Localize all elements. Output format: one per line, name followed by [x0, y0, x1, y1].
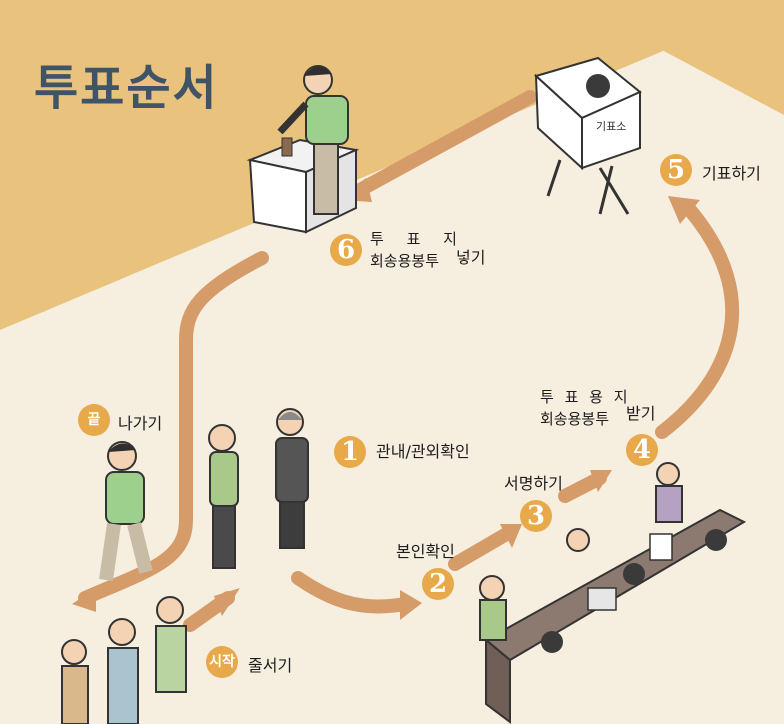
- registration-table: [479, 462, 747, 724]
- start-label: 줄서기: [248, 656, 293, 675]
- booth-sign: 기표소: [596, 120, 627, 133]
- arrow-heads: [72, 178, 700, 620]
- step-6-line2: 회송용봉투: [370, 252, 440, 270]
- step-6-line1: 투 표 지: [370, 230, 466, 248]
- flow-arrows: [78, 90, 740, 632]
- step-6-suffix: 넣기: [456, 248, 486, 267]
- arrow-4-to-5: [655, 203, 740, 439]
- step-3-badge: 3: [520, 500, 552, 532]
- voting-booth: [534, 56, 642, 215]
- step-1-badge: 1: [334, 436, 366, 468]
- step-1-label: 관내/관외확인: [376, 442, 470, 461]
- step-4-badge: 4: [626, 434, 658, 466]
- step-6-badge: 6: [330, 234, 362, 266]
- step-6-label: 투 표 지 회송용봉투: [370, 228, 466, 272]
- step-5-label: 기표하기: [702, 164, 761, 183]
- step-2-label: 본인확인: [396, 542, 455, 561]
- end-label: 나가기: [118, 414, 163, 433]
- page-title: 투표순서: [34, 60, 219, 116]
- step-4-suffix: 받기: [626, 404, 656, 423]
- arrow-5-to-6: [353, 90, 537, 197]
- arrow-2-to-3: [448, 525, 517, 571]
- step-5-badge: 5: [660, 154, 692, 186]
- queue-of-voters: [61, 596, 187, 724]
- voter-and-official-step1: [208, 408, 309, 569]
- step-4-line1: 투 표 용 지: [540, 388, 631, 406]
- end-badge: 끝: [78, 404, 110, 436]
- exiting-voter: [99, 441, 153, 581]
- arrow-6-to-end: [78, 251, 269, 605]
- step-4-line2: 회송용봉투: [540, 410, 610, 428]
- start-badge: 시작: [206, 646, 238, 678]
- arrow-1-to-2: [291, 571, 412, 614]
- voter-at-box: [277, 65, 349, 215]
- step-2-badge: 2: [422, 568, 454, 600]
- step-3-label: 서명하기: [504, 474, 563, 493]
- step-4-label: 투 표 용 지 회송용봉투: [540, 386, 631, 430]
